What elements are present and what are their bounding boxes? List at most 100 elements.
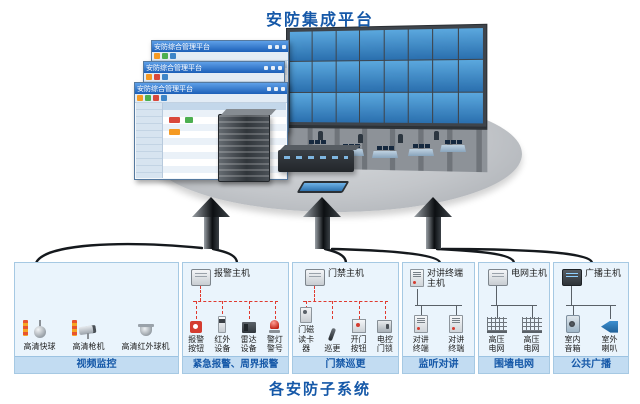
electric-lock-icon xyxy=(377,319,393,333)
broadcast-host-icon xyxy=(562,269,582,286)
window-toolbar xyxy=(144,73,284,82)
wall-screen xyxy=(433,28,458,60)
wall-screen xyxy=(408,92,433,124)
device-label: 室外喇叭 xyxy=(601,334,618,353)
footer-title: 各安防子系统 xyxy=(268,381,371,398)
intercom-bus-line xyxy=(415,305,462,306)
device-label: 高压电网 xyxy=(523,334,540,353)
wall-screen xyxy=(336,30,360,61)
device-label: 警灯警号 xyxy=(266,334,283,353)
device: 门磁读卡器 xyxy=(295,307,317,353)
bullet-camera-icon xyxy=(77,320,101,340)
up-arrow-left xyxy=(192,197,230,249)
wall-screen xyxy=(384,92,408,123)
window-title: 安防综合管理平台 xyxy=(146,64,202,72)
device: 红外设备 xyxy=(211,315,233,353)
device-label: 对讲终端 xyxy=(448,334,465,353)
minimize-icon xyxy=(264,65,268,70)
window-toolbar xyxy=(135,94,287,103)
storage-server xyxy=(278,150,354,172)
intercom-host-icon xyxy=(410,269,424,287)
indoor-speaker-icon xyxy=(565,314,580,333)
device: 雷达设备 xyxy=(238,321,260,353)
device-label: 室内音箱 xyxy=(564,334,581,353)
wall-screen xyxy=(384,61,408,92)
alarm-bus-line xyxy=(193,301,278,302)
device: 高清快球 xyxy=(22,319,56,351)
toolbar-icon xyxy=(170,53,176,59)
subsystem-panel-alarm: 报警主机 报警按钮 红外设备 雷达设备 警灯警号 紧急 xyxy=(182,262,289,374)
up-arrow-right xyxy=(414,197,452,249)
maximize-icon xyxy=(271,65,275,70)
server-rack xyxy=(218,114,270,182)
toolbar-icon xyxy=(145,95,151,101)
control-desk xyxy=(372,146,398,158)
host-label: 对讲终端主机 xyxy=(427,268,464,288)
window-titlebar: 安防综合管理平台 xyxy=(135,83,287,94)
up-arrow-center xyxy=(303,197,341,249)
wall-screen xyxy=(408,60,433,92)
broadcast-drop-line xyxy=(572,305,574,319)
window-title: 安防综合管理平台 xyxy=(137,85,193,93)
device: 对讲终端 xyxy=(410,314,432,353)
minimize-icon xyxy=(268,44,272,49)
card-reader-icon xyxy=(300,307,313,324)
wall-screen xyxy=(458,92,483,124)
panic-button-icon xyxy=(190,320,203,333)
video-wall-frame xyxy=(286,23,488,128)
intercom-terminal-icon xyxy=(449,314,464,333)
access-drop-line xyxy=(359,301,361,319)
device: 警灯警号 xyxy=(264,319,286,353)
subsystem-caption: 视频监控 xyxy=(15,356,178,373)
subsystem-panel-intercom: 对讲终端主机 对讲终端 对讲终端 监听对讲 xyxy=(402,262,475,374)
patrol-wand-icon xyxy=(325,328,339,342)
fence-host-icon xyxy=(488,269,508,286)
access-drop-line xyxy=(385,301,387,319)
operator-silhouette xyxy=(358,134,363,143)
wall-screen xyxy=(312,61,336,92)
fence-bus-line xyxy=(496,286,497,305)
access-drop-line xyxy=(331,301,333,319)
maximize-icon xyxy=(275,44,279,49)
alarm-drop-line xyxy=(221,301,223,319)
speed-dome-camera-icon xyxy=(30,319,50,340)
wall-screen xyxy=(433,60,458,92)
close-icon xyxy=(281,86,285,91)
strobe-siren-icon xyxy=(269,319,281,333)
wall-screen xyxy=(289,92,313,123)
device: 电控门锁 xyxy=(374,319,396,353)
high-voltage-fence-icon xyxy=(521,316,542,333)
subsystem-caption: 围墙电网 xyxy=(479,356,549,373)
wall-screen xyxy=(289,62,313,92)
device: 高清枪机 xyxy=(71,319,105,351)
subsystem-panel-access: 门禁主机 门磁读卡器 巡更 开门按钮 电控门锁 门禁巡 xyxy=(292,262,399,374)
device: 高压电网 xyxy=(486,316,508,353)
host-label: 门禁主机 xyxy=(328,268,365,278)
operator-silhouette xyxy=(434,131,439,140)
broadcast-bus-line xyxy=(566,305,616,306)
subsystem-caption: 门禁巡更 xyxy=(293,356,398,373)
wall-screen xyxy=(312,92,336,123)
device-label: 开门按钮 xyxy=(350,334,367,353)
wall-screen xyxy=(433,92,458,124)
fence-bus-line xyxy=(491,305,537,306)
maximize-icon xyxy=(274,86,278,91)
vertical-tag xyxy=(22,319,28,336)
toolbar-icon xyxy=(161,95,167,101)
toolbar-icon xyxy=(154,53,160,59)
status-chip xyxy=(169,117,180,123)
device-label: 报警按钮 xyxy=(188,334,205,353)
intercom-drop-line xyxy=(456,305,458,319)
control-desk xyxy=(440,140,466,152)
broadcast-bus-line xyxy=(571,286,572,305)
device-label: 高清枪机 xyxy=(72,341,105,351)
fence-drop-line xyxy=(531,305,533,319)
outdoor-horn-icon xyxy=(601,320,618,333)
toolbar-icon xyxy=(137,95,143,101)
control-keyboard xyxy=(296,181,350,193)
vertical-tag xyxy=(71,319,77,336)
close-icon xyxy=(282,44,286,49)
wall-screen xyxy=(360,92,384,123)
fence-drop-line xyxy=(496,305,498,319)
